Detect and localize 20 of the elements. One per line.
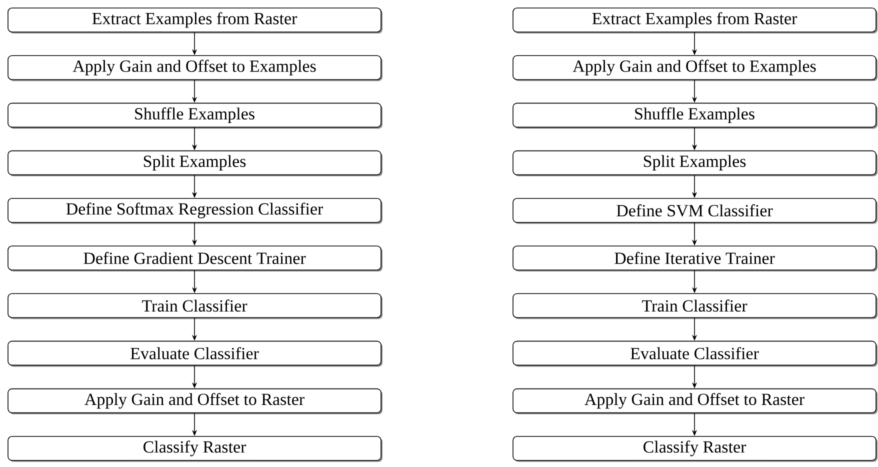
process-box: Classify Raster bbox=[512, 436, 878, 462]
process-box: Split Examples bbox=[8, 150, 382, 176]
process-box: Evaluate Classifier bbox=[512, 340, 878, 367]
process-box: Apply Gain and Offset to Raster bbox=[8, 388, 382, 414]
process-box: Apply Gain and Offset to Examples bbox=[8, 55, 382, 82]
process-box: Evaluate Classifier bbox=[8, 340, 382, 367]
process-box: Train Classifier bbox=[512, 293, 878, 320]
process-box: Train Classifier bbox=[8, 293, 382, 320]
process-box: Define Gradient Descent Trainer bbox=[8, 246, 382, 272]
process-box: Define SVM Classifier bbox=[512, 198, 878, 224]
process-box: Extract Examples from Raster bbox=[8, 8, 382, 34]
process-box: Extract Examples from Raster bbox=[512, 8, 878, 34]
process-box: Split Examples bbox=[512, 150, 878, 176]
process-box: Classify Raster bbox=[8, 436, 382, 462]
process-box: Shuffle Examples bbox=[512, 102, 878, 129]
process-box: Define Softmax Regression Classifier bbox=[8, 198, 382, 224]
process-box: Apply Gain and Offset to Examples bbox=[512, 55, 878, 82]
process-box: Apply Gain and Offset to Raster bbox=[512, 388, 878, 414]
process-box: Shuffle Examples bbox=[8, 102, 382, 129]
process-box: Define Iterative Trainer bbox=[512, 246, 878, 272]
